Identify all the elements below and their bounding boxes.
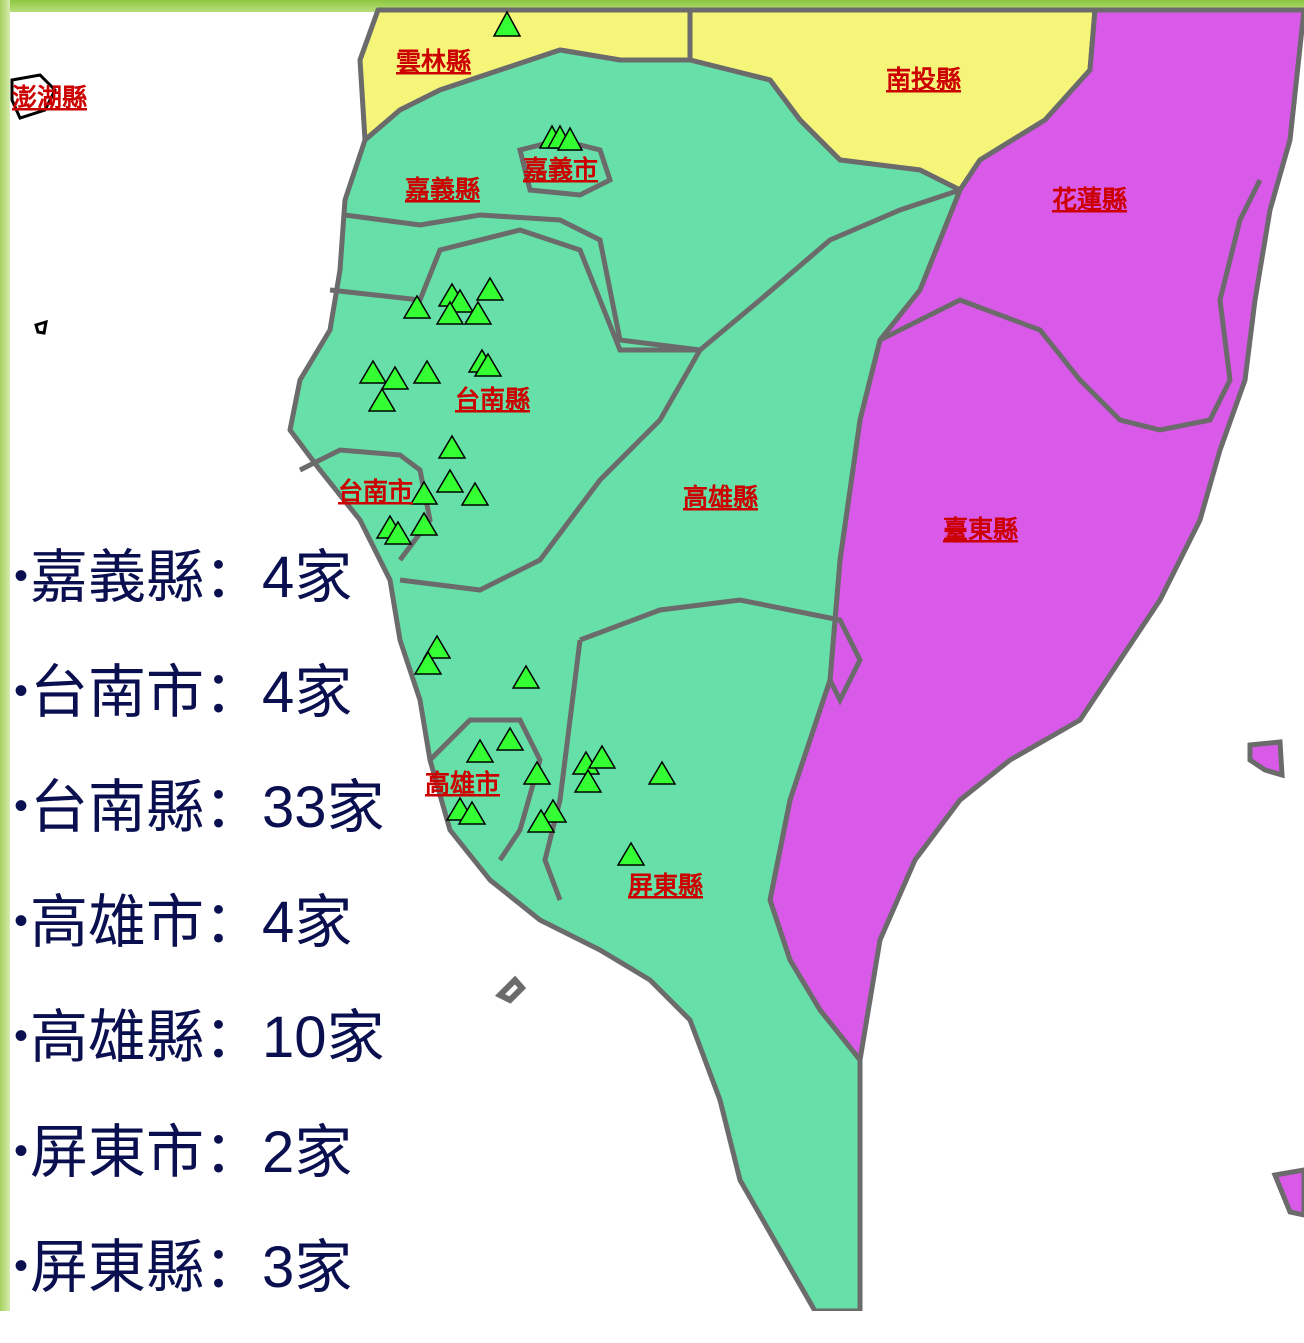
label-hualien: 花蓮縣 <box>1052 185 1127 214</box>
stat-item: •台南縣：33家 <box>14 768 385 883</box>
stat-item: •高雄縣：10家 <box>14 998 385 1113</box>
label-tainan-county: 台南縣 <box>455 385 530 414</box>
triangle-marker-icon <box>358 359 388 384</box>
stat-item: •台南市：4家 <box>14 653 385 768</box>
triangle-marker-icon <box>435 300 465 325</box>
bullet-icon: • <box>14 1244 29 1288</box>
bullet-icon: • <box>14 554 29 598</box>
stat-item: •屏東市：2家 <box>14 1113 385 1228</box>
stat-text: 台南縣：33家 <box>30 775 385 840</box>
triangle-marker-icon <box>473 352 503 377</box>
border-hualien-taitung <box>878 178 1263 433</box>
factory-count-list: •嘉義縣：4家 •台南市：4家 •台南縣：33家 •高雄市：4家 •高雄縣：10… <box>14 538 385 1343</box>
stat-text: 台南市：4家 <box>30 660 353 725</box>
triangle-marker-icon <box>422 634 452 659</box>
triangle-marker-icon <box>522 760 552 785</box>
triangle-marker-icon <box>511 664 541 689</box>
region-southwest <box>287 47 963 1311</box>
label-taitung: 臺東縣 <box>943 515 1018 544</box>
bullet-icon: • <box>14 899 29 943</box>
label-pingtung-county: 屏東縣 <box>628 871 703 900</box>
triangle-marker-icon <box>460 481 490 506</box>
border-pingtung-west <box>542 639 583 901</box>
label-kaohsiung-city: 高雄市 <box>425 769 500 798</box>
triangle-marker-icon <box>647 760 677 785</box>
left-accent-strip <box>0 0 10 1311</box>
stat-text: 高雄縣：10家 <box>30 1005 385 1070</box>
triangle-marker-icon <box>412 359 442 384</box>
border-kaohsiung-pingtung <box>579 597 863 706</box>
stat-item: •高雄市：4家 <box>14 883 385 998</box>
triangle-marker-icon <box>492 10 522 37</box>
triangle-marker-icon <box>495 726 525 751</box>
triangle-marker-icon <box>616 841 646 866</box>
triangle-marker-icon <box>437 434 467 459</box>
island-penghu <box>10 73 57 120</box>
stat-text: 嘉義縣：4家 <box>30 545 353 610</box>
label-chiayi-county: 嘉義縣 <box>405 175 480 204</box>
factory-markers <box>358 10 677 866</box>
triangle-marker-icon <box>380 365 410 390</box>
stat-item: •嘉義縣：4家 <box>14 538 385 653</box>
label-tainan-city: 台南市 <box>338 477 413 506</box>
triangle-marker-icon <box>538 798 568 823</box>
label-yunlin: 雲林縣 <box>396 47 471 76</box>
border-chiayi-tainan <box>344 187 961 353</box>
stat-text: 高雄市：4家 <box>30 890 353 955</box>
triangle-marker-icon <box>573 768 603 793</box>
triangle-marker-icon <box>402 294 432 319</box>
triangle-marker-icon <box>383 520 413 545</box>
triangle-marker-icon <box>409 480 439 505</box>
triangle-marker-icon <box>587 744 617 769</box>
triangle-marker-icon <box>435 468 465 493</box>
label-penghu: 澎湖縣 <box>12 83 87 112</box>
triangle-marker-icon <box>457 800 487 825</box>
border-kaohsiung-city <box>428 717 543 862</box>
label-kaohsiung-county: 高雄縣 <box>683 483 758 512</box>
triangle-marker-icon <box>367 387 397 412</box>
triangle-marker-icon <box>465 738 495 763</box>
bullet-icon: • <box>14 669 29 713</box>
triangle-marker-icon <box>413 650 443 675</box>
island-green <box>1247 739 1285 779</box>
label-chiayi-city: 嘉義市 <box>523 155 598 184</box>
stat-text: 屏東市：2家 <box>30 1120 353 1185</box>
triangle-marker-icon <box>409 511 439 536</box>
stat-item: •屏東縣：3家 <box>14 1228 385 1343</box>
island-small-1 <box>34 319 48 335</box>
triangle-marker-icon <box>475 276 505 301</box>
triangle-marker-icon <box>556 126 584 151</box>
island-xiaoliuqiu <box>494 975 527 1004</box>
triangle-marker-icon <box>463 300 493 325</box>
label-nantou: 南投縣 <box>886 65 961 94</box>
southern-taiwan-map: 澎湖縣 雲林縣 南投縣 嘉義市 嘉義縣 花蓮縣 台南縣 台南市 高雄縣 臺東縣 … <box>10 7 1304 1311</box>
stat-text: 屏東縣：3家 <box>30 1235 353 1300</box>
border-tainan-kaohsiung <box>329 227 705 593</box>
bullet-icon: • <box>14 1129 29 1173</box>
island-orchid <box>1271 1167 1304 1218</box>
bullet-icon: • <box>14 1014 29 1058</box>
bullet-icon: • <box>14 784 29 828</box>
triangle-marker-icon <box>526 808 556 833</box>
